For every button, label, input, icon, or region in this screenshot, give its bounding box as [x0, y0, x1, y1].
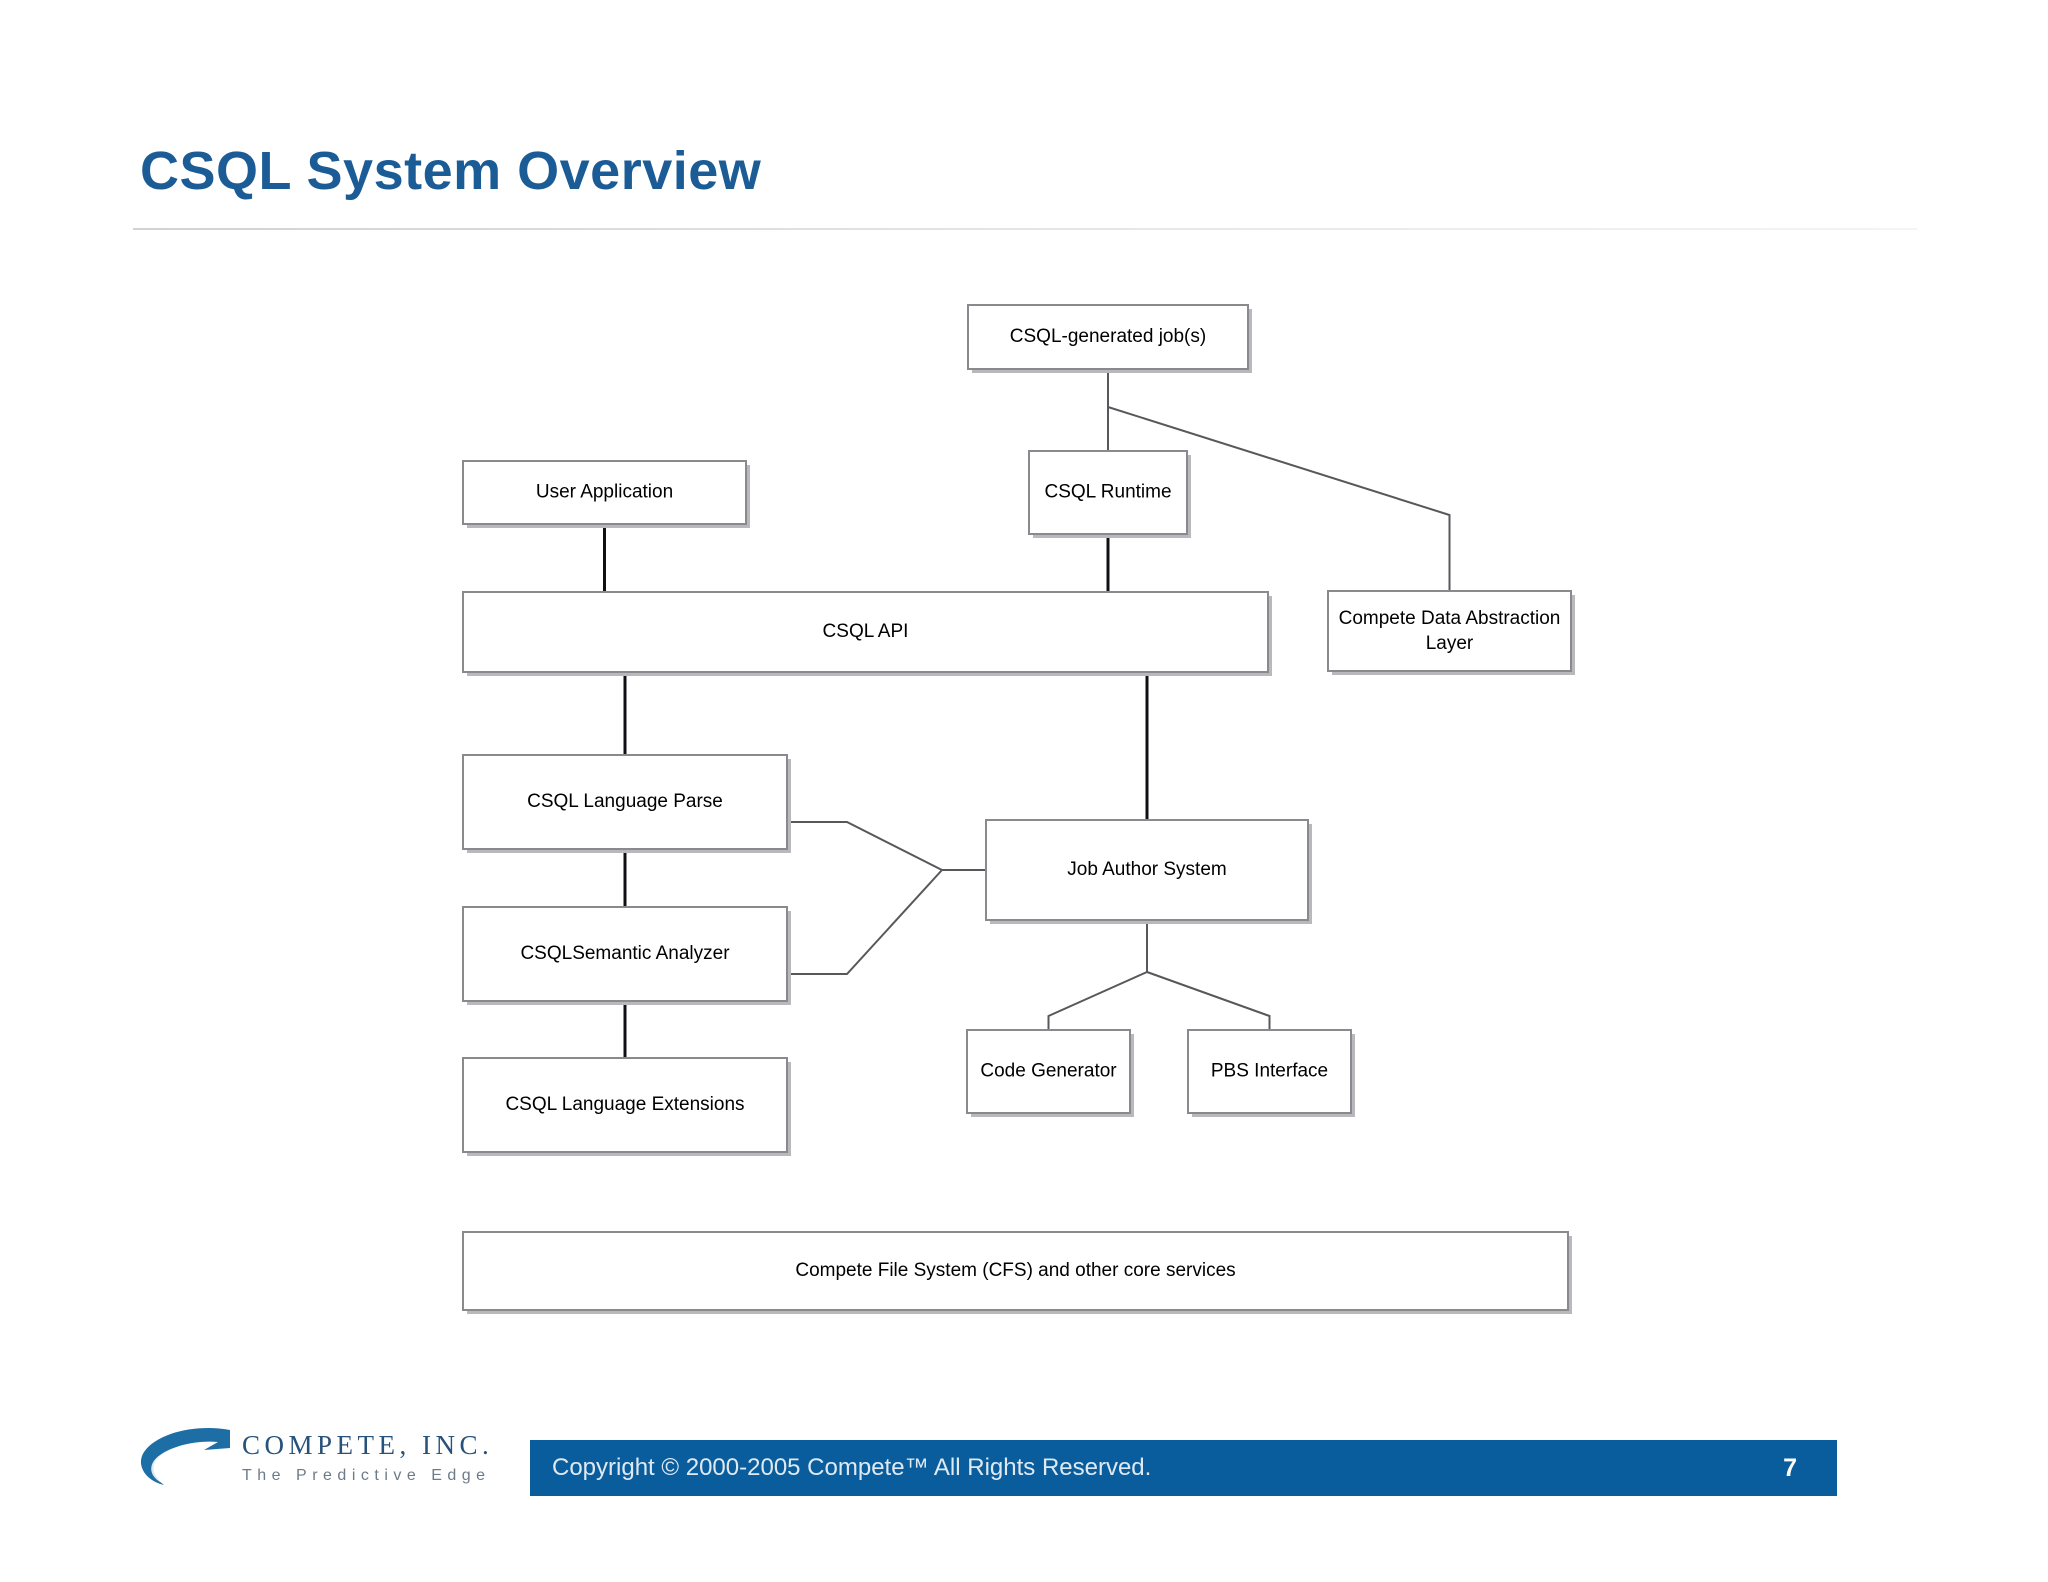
job-author-to-pbs	[1146, 971, 1271, 1030]
diagram-node-csql-api[interactable]: CSQL API	[462, 591, 1272, 676]
diagram-node-code-generator[interactable]: Code Generator	[966, 1029, 1134, 1117]
diagram-node-label: CSQL Language Parse	[527, 791, 723, 812]
connector-layer	[603, 369, 1451, 1058]
diagram-node-label: CSQL API	[823, 621, 909, 642]
diagram-node-label: CSQL Language Extensions	[505, 1094, 744, 1115]
diagram-node-csql-runtime[interactable]: CSQL Runtime	[1028, 450, 1191, 538]
diagram-node-csql-language-extensions[interactable]: CSQL Language Extensions	[462, 1057, 791, 1156]
diagram-node-label: Job Author System	[1067, 859, 1226, 880]
compete-swoosh-icon	[140, 1428, 230, 1485]
diagram-node-csql-language-parse[interactable]: CSQL Language Parse	[462, 754, 791, 853]
semantic-to-job-author	[787, 869, 943, 975]
parse-to-job-author	[787, 821, 986, 871]
copyright-text: Copyright © 2000-2005 Compete™ All Right…	[552, 1454, 1152, 1481]
logo-company-name: COMPETE, INC.	[242, 1430, 494, 1460]
diagram-node-label: User Application	[536, 482, 673, 503]
diagram-node-compete-file-system[interactable]: Compete File System (CFS) and other core…	[462, 1231, 1572, 1314]
diagram-node-user-application[interactable]: User Application	[462, 460, 750, 528]
diagram-node-label: CSQL Runtime	[1044, 482, 1171, 503]
page-number: 7	[1783, 1454, 1797, 1482]
logo-wordmark: COMPETE, INC. The Predictive Edge	[242, 1430, 493, 1485]
diagram-node-label: Compete File System (CFS) and other core…	[795, 1260, 1235, 1281]
jobs-to-dal	[1107, 406, 1451, 591]
diagram-node-csql-generated-jobs[interactable]: CSQL-generated job(s)	[967, 304, 1252, 373]
job-author-to-codegen	[1047, 920, 1148, 1030]
footer-bar: Copyright © 2000-2005 Compete™ All Right…	[530, 1440, 1837, 1496]
diagram-node-label: CSQLSemantic Analyzer	[520, 943, 730, 964]
page-title: CSQL System Overview	[140, 141, 762, 201]
diagram-node-job-author-system[interactable]: Job Author System	[985, 819, 1312, 924]
title-divider	[133, 228, 1917, 230]
diagram-node-label: CSQL-generated job(s)	[1010, 326, 1206, 347]
diagram-node-pbs-interface[interactable]: PBS Interface	[1187, 1029, 1355, 1117]
compete-logo: COMPETE, INC. The Predictive Edge	[138, 1422, 498, 1504]
diagram-node-label: Code Generator	[980, 1061, 1117, 1082]
logo-tagline: The Predictive Edge	[242, 1467, 491, 1484]
diagram-node-label: PBS Interface	[1211, 1061, 1328, 1082]
diagram-node-csql-semantic-analyzer[interactable]: CSQLSemantic Analyzer	[462, 906, 791, 1005]
